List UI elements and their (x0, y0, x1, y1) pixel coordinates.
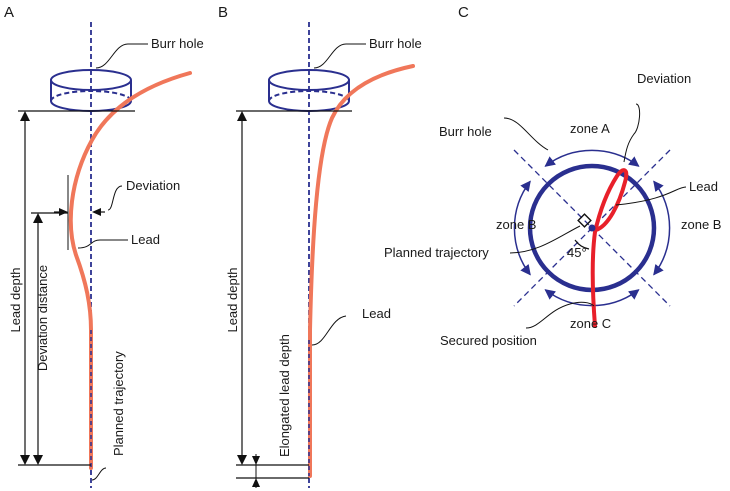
elongated-depth-dimension (252, 454, 260, 488)
deviation-callout (107, 185, 123, 211)
lead-path-c (590, 168, 629, 328)
secured-position-marker (577, 213, 592, 228)
zone-a-arc (544, 149, 640, 167)
deviation-label-c: Deviation (637, 71, 691, 86)
lead-callout-c (615, 186, 687, 206)
burr-hole-label-c: Burr hole (439, 124, 492, 139)
panel-a-letter: A (4, 4, 14, 21)
burr-hole-callout-c (503, 117, 549, 151)
lead-depth-label: Lead depth (8, 267, 23, 332)
burr-hole-callout (95, 43, 148, 69)
lead-callout (77, 239, 128, 249)
burr-hole-label-b: Burr hole (369, 36, 422, 51)
zone-b-right-label: zone B (681, 217, 721, 232)
secured-position-callout (525, 301, 595, 329)
planned-trajectory-callout (91, 467, 107, 481)
lead-label-b: Lead (362, 306, 391, 321)
zone-b-right-arc (653, 180, 671, 276)
zone-c-label: zone C (570, 316, 611, 331)
lead-callout-b (311, 315, 347, 346)
planned-trajectory-point (588, 224, 596, 232)
deviation-distance-label: Deviation distance (35, 265, 50, 371)
planned-trajectory-label-c: Planned trajectory (384, 245, 489, 260)
panel-b-letter: B (218, 4, 228, 21)
zone-b-left-arc (513, 180, 531, 276)
panel-c-letter: C (458, 4, 469, 21)
planned-trajectory-callout-c (509, 225, 581, 254)
deviation-distance-dimension (33, 213, 43, 465)
burr-hole-callout-b (313, 43, 366, 69)
angle-label: 45° (567, 245, 587, 260)
panel-c: C Deviation Burr hole zone A Lead (384, 4, 721, 348)
lead-depth-dimension (20, 111, 30, 465)
lead-label-a: Lead (131, 232, 160, 247)
lead-label-c: Lead (689, 179, 718, 194)
panel-b: B Lead depth Elongated lead depth (218, 4, 422, 488)
lead-depth-dimension-b (237, 111, 247, 465)
lead-depth-label-b: Lead depth (225, 267, 240, 332)
deviation-marker (54, 175, 105, 250)
zone-a-label: zone A (570, 121, 610, 136)
panel-a: A Lead depth Deviat (4, 4, 204, 488)
deviation-callout-c (623, 103, 641, 163)
angle-arc (574, 239, 590, 250)
planned-trajectory-label-a: Planned trajectory (111, 351, 126, 456)
deviation-label-a: Deviation (126, 178, 180, 193)
elongated-lead-depth-label: Elongated lead depth (277, 334, 292, 457)
zone-b-left-label: zone B (496, 217, 536, 232)
lead-path (68, 71, 192, 470)
secured-position-label: Secured position (440, 333, 537, 348)
burr-hole-label-a: Burr hole (151, 36, 204, 51)
lead-path-b (308, 64, 415, 478)
